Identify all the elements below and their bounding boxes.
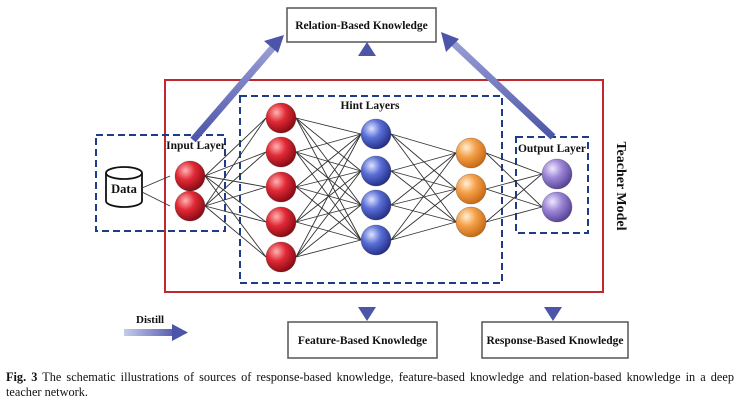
network-edge: [295, 133, 362, 223]
arrow-heads: [264, 32, 562, 321]
data-label: Data: [111, 182, 137, 196]
hint1-node: [265, 206, 297, 238]
network-edge: [390, 152, 457, 206]
network-edge: [204, 175, 267, 223]
network-edge: [295, 117, 362, 172]
output-node: [541, 191, 573, 223]
network-edge: [295, 117, 362, 135]
data-to-input-connector: [141, 175, 171, 189]
hint2-node: [360, 118, 392, 150]
knowledge-arrows: [190, 37, 557, 312]
network-edge: [204, 117, 267, 177]
network-edge: [485, 173, 543, 223]
network-edge: [295, 239, 362, 258]
input-to-relation-arrow: [190, 41, 279, 143]
network-edge: [390, 133, 457, 190]
figure-label: Fig. 3: [6, 370, 38, 384]
feature-based-knowledge-box: [287, 321, 438, 359]
hint1-node: [265, 241, 297, 273]
network-edge: [204, 205, 267, 223]
hint2-node: [360, 155, 392, 187]
hint2-node: [360, 224, 392, 256]
database-icon: [105, 166, 143, 208]
hint1-node: [265, 136, 297, 168]
data-to-input-connector: [141, 191, 171, 207]
network-nodes: [174, 102, 573, 273]
hint3-node: [455, 206, 487, 238]
network-edge: [390, 133, 457, 223]
relation-based-knowledge-label: Relation-Based Knowledge: [295, 20, 428, 32]
network-edge: [485, 152, 543, 208]
relation-based-knowledge-box: [286, 7, 437, 43]
network-edge: [390, 170, 457, 190]
network-edge: [204, 186, 267, 207]
network-edge: [390, 152, 457, 241]
teacher-model-frame: [164, 79, 604, 293]
hint-layers-label: Hint Layers: [340, 100, 400, 112]
network-edge: [390, 133, 457, 154]
hint3-node: [455, 137, 487, 169]
network-edge: [295, 170, 362, 223]
hint2-node: [360, 189, 392, 221]
network-edge: [485, 173, 543, 190]
feature-based-knowledge-label: Feature-Based Knowledge: [298, 335, 427, 347]
network-edge: [204, 175, 267, 258]
caption-text: The schematic illustrations of sources o…: [6, 370, 734, 399]
network-edge: [390, 221, 457, 241]
output-layer-label: Output Layer: [518, 143, 586, 155]
input-node: [174, 160, 206, 192]
distill-label: Distill: [136, 314, 164, 326]
teacher-model-label: Teacher Model: [613, 141, 628, 230]
figure-caption: Fig. 3 The schematic illustrations of so…: [6, 370, 734, 400]
network-diagram: Teacher Model Input Layer Hint Layers Ou…: [95, 7, 629, 359]
hint1-node: [265, 171, 297, 203]
hint3-node: [455, 173, 487, 205]
network-edge: [204, 151, 267, 207]
network-edge: [390, 188, 457, 241]
network-edge: [390, 152, 457, 172]
network-edge: [204, 205, 267, 258]
network-edge: [295, 170, 362, 188]
output-to-relation-arrow: [447, 37, 556, 140]
hint1-node: [265, 102, 297, 134]
network-edge: [390, 204, 457, 223]
network-edge: [295, 170, 362, 258]
network-edge: [295, 133, 362, 153]
output-node: [541, 158, 573, 190]
response-based-knowledge-label: Response-Based Knowledge: [486, 335, 623, 347]
input-node: [174, 190, 206, 222]
network-edge: [295, 151, 362, 172]
network-edges: [204, 117, 543, 258]
network-edge: [485, 152, 543, 175]
network-edge: [295, 204, 362, 258]
network-edge: [204, 117, 267, 207]
network-edge: [204, 151, 267, 177]
input-layer-frame: [95, 134, 226, 232]
network-edge: [295, 133, 362, 258]
hint-layers-frame: [239, 95, 503, 284]
input-layer-label: Input Layer: [166, 140, 226, 152]
network-edge: [295, 133, 362, 188]
distill-arrow-icon: [124, 324, 188, 341]
network-edge: [485, 206, 543, 223]
network-edge: [204, 175, 267, 188]
response-based-knowledge-box: [481, 321, 629, 359]
